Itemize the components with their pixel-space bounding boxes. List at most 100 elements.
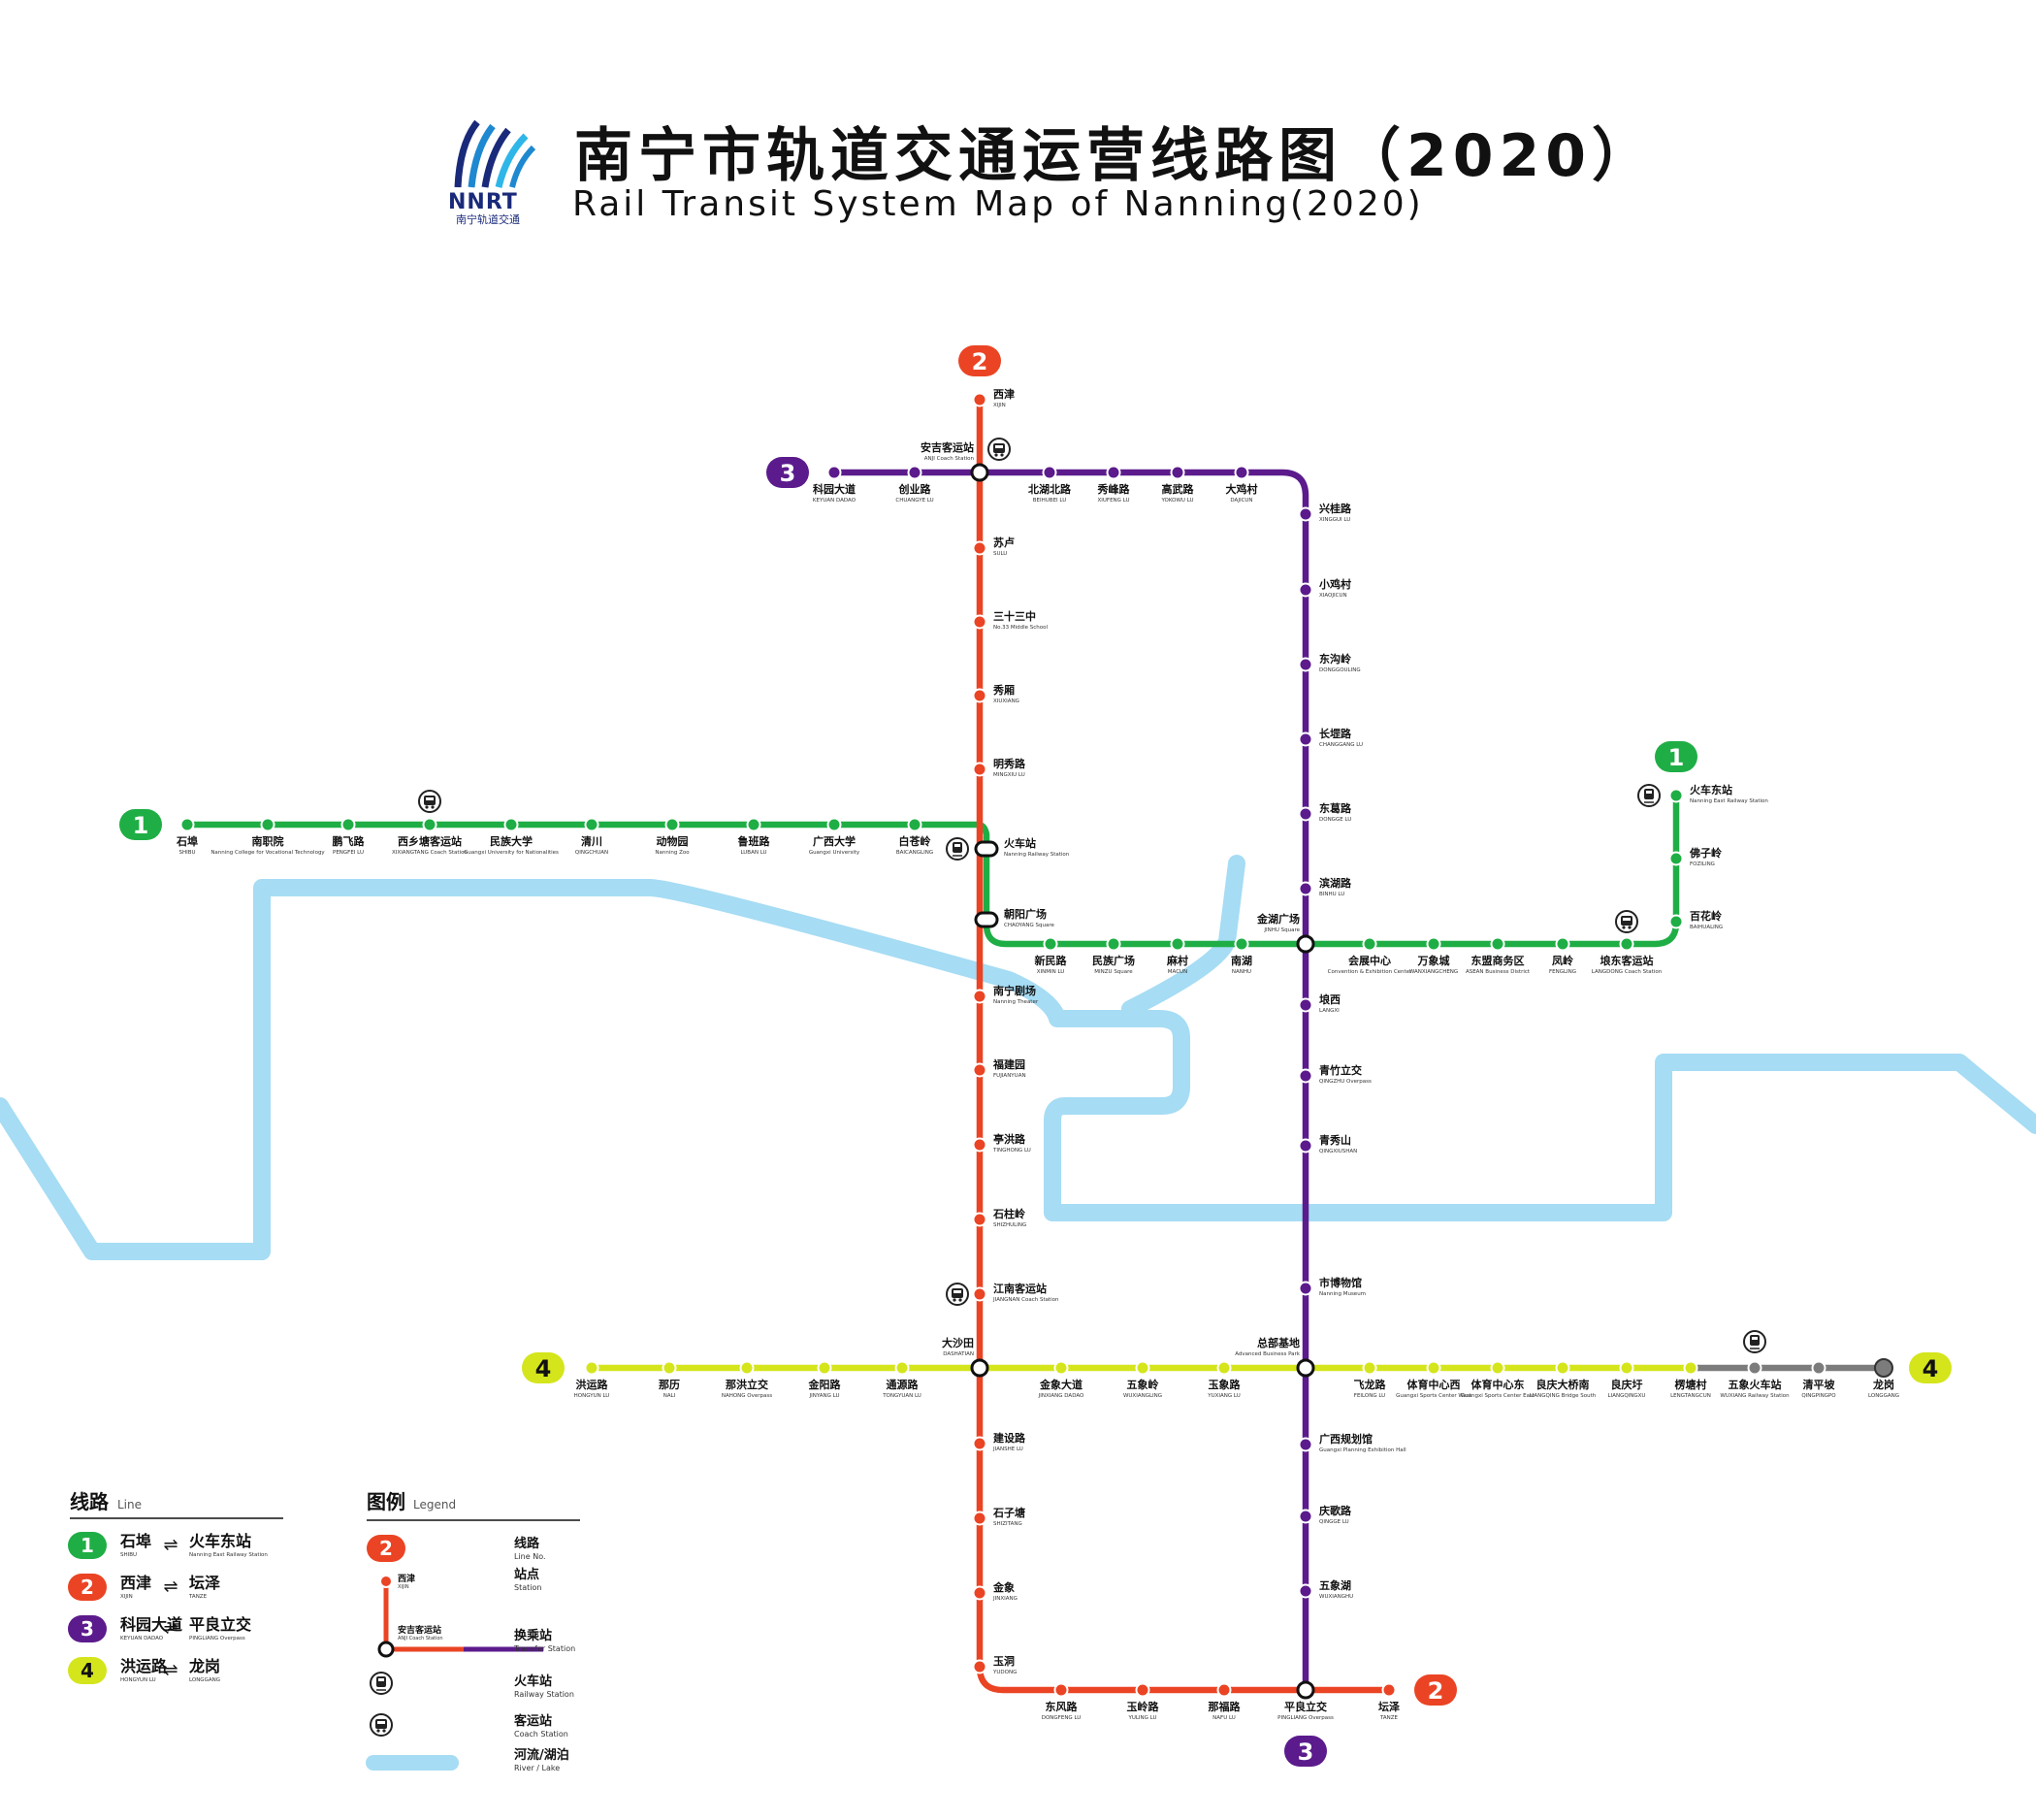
l2-station-20-dot[interactable]	[1381, 1682, 1397, 1698]
l3-station-15-dot[interactable]	[1298, 1281, 1313, 1296]
l3-station-11-dot[interactable]	[1298, 881, 1313, 896]
l1-station-13-dot[interactable]	[1106, 936, 1121, 952]
l1-station-14-dot[interactable]	[1170, 936, 1185, 952]
l1-station-2-dot[interactable]	[340, 817, 356, 832]
l3-station-19-dot[interactable]	[1298, 1583, 1313, 1599]
l4-station-4-dot[interactable]	[894, 1360, 910, 1376]
l4-station-5-dot[interactable]	[1053, 1360, 1069, 1376]
l3-station-18-dot[interactable]	[1298, 1509, 1313, 1524]
l4-station-8-dot[interactable]	[1362, 1360, 1377, 1376]
transfer-dashatian-dot[interactable]	[970, 1358, 989, 1378]
l3-station-8-dot[interactable]	[1298, 657, 1313, 672]
l4-station-10-dot[interactable]	[1490, 1360, 1505, 1376]
l3-station-9-dot[interactable]	[1298, 731, 1313, 747]
l4-station-9-dot[interactable]	[1426, 1360, 1441, 1376]
l2-station-2-en: SULU	[993, 551, 1007, 557]
l1-station-19-dot[interactable]	[1490, 936, 1505, 952]
l2-station-12-dot[interactable]	[972, 1436, 987, 1451]
l1-station-17-dot[interactable]	[1362, 936, 1377, 952]
l1-station-23-dot[interactable]	[1668, 851, 1684, 866]
l2-station-2-dot[interactable]	[972, 540, 987, 556]
l1-station-6-dot[interactable]	[664, 817, 680, 832]
transfer-zongbu-dot[interactable]	[1296, 1358, 1315, 1378]
line-entry-number: 4	[81, 1659, 94, 1682]
line-1-badge-west-number: 1	[133, 812, 149, 839]
l3-station-14-dot[interactable]	[1298, 1138, 1313, 1154]
l4-station-5-name: 金象大道	[1039, 1378, 1083, 1391]
l1-station-21-dot[interactable]	[1619, 936, 1634, 952]
l4-station-2-dot[interactable]	[739, 1360, 755, 1376]
l4-station-1-dot[interactable]	[662, 1360, 677, 1376]
l2-station-18-dot[interactable]	[1216, 1682, 1232, 1698]
l1-station-18-name: 万象城	[1417, 954, 1450, 967]
l4-station-12-dot[interactable]	[1619, 1360, 1634, 1376]
l1-station-5-name: 清川	[581, 834, 602, 848]
l2-station-17-en: YULING LU	[1127, 1715, 1156, 1721]
l3-station-10-en: DONGGE LU	[1319, 817, 1351, 823]
l3-station-17-dot[interactable]	[1298, 1437, 1313, 1452]
l2-station-4-dot[interactable]	[972, 688, 987, 703]
transfer-pingliang-dot[interactable]	[1296, 1680, 1315, 1700]
l3-station-0-dot[interactable]	[826, 465, 842, 480]
l4-station-7-dot[interactable]	[1216, 1360, 1232, 1376]
l3-station-4-dot[interactable]	[1170, 465, 1185, 480]
l2-station-15-dot[interactable]	[972, 1659, 987, 1674]
l1-station-8-dot[interactable]	[826, 817, 842, 832]
l1-station-22-dot[interactable]	[1668, 914, 1684, 929]
legend-item-3: 火车站	[514, 1674, 552, 1689]
transfer-chaoyang-en: CHAOYANG Square	[1004, 923, 1054, 928]
l2-station-0-en: XIJIN	[993, 403, 1006, 408]
l3-station-12-name: 埌西	[1319, 992, 1341, 1006]
l4-station-0-dot[interactable]	[584, 1360, 599, 1376]
l3-station-3-dot[interactable]	[1106, 465, 1121, 480]
l3-station-6-dot[interactable]	[1298, 506, 1313, 522]
l4-station-16-dot[interactable]	[1874, 1358, 1893, 1378]
l1-station-22-en: BAIHUALING	[1690, 925, 1723, 930]
l4-station-14-dot[interactable]	[1747, 1360, 1762, 1376]
l2-station-5-dot[interactable]	[972, 762, 987, 777]
l1-station-1-dot[interactable]	[260, 817, 275, 832]
rail-icon-nanning	[946, 837, 969, 861]
l1-station-3-dot[interactable]	[422, 817, 437, 832]
l3-station-2-dot[interactable]	[1042, 465, 1057, 480]
l3-station-6-name: 兴桂路	[1319, 502, 1352, 515]
l3-station-5-dot[interactable]	[1234, 465, 1249, 480]
l2-station-3-dot[interactable]	[972, 614, 987, 630]
l1-station-12-dot[interactable]	[1043, 936, 1058, 952]
l2-station-0-dot[interactable]	[972, 392, 987, 407]
l3-station-1-dot[interactable]	[907, 465, 922, 480]
l2-station-17-dot[interactable]	[1135, 1682, 1150, 1698]
transfer-anji-dot[interactable]	[970, 463, 989, 482]
l1-station-24-dot[interactable]	[1668, 788, 1684, 803]
l2-station-9-dot[interactable]	[972, 1212, 987, 1227]
l4-station-13-dot[interactable]	[1683, 1360, 1698, 1376]
l4-station-2-name: 那洪立交	[726, 1378, 768, 1391]
transfer-dashatian-en: DASHATIAN	[943, 1351, 974, 1357]
l1-station-20-dot[interactable]	[1555, 936, 1570, 952]
l2-station-16-dot[interactable]	[1053, 1682, 1069, 1698]
l1-station-18-dot[interactable]	[1426, 936, 1441, 952]
l1-station-15-dot[interactable]	[1234, 936, 1249, 952]
l1-station-5-dot[interactable]	[584, 817, 599, 832]
l4-station-3-dot[interactable]	[817, 1360, 832, 1376]
transfer-railway-station-dot[interactable]	[974, 840, 999, 858]
l3-station-12-dot[interactable]	[1298, 997, 1313, 1013]
transfer-jinhu-dot[interactable]	[1296, 934, 1315, 954]
l1-station-0-dot[interactable]	[179, 817, 195, 832]
l2-station-8-dot[interactable]	[972, 1137, 987, 1153]
l4-station-15-dot[interactable]	[1811, 1360, 1826, 1376]
l3-station-13-dot[interactable]	[1298, 1068, 1313, 1084]
l3-station-7-dot[interactable]	[1298, 582, 1313, 598]
l2-station-10-dot[interactable]	[972, 1286, 987, 1302]
l3-station-10-dot[interactable]	[1298, 806, 1313, 822]
l2-station-13-dot[interactable]	[972, 1511, 987, 1526]
l2-station-6-dot[interactable]	[972, 989, 987, 1004]
l1-station-7-dot[interactable]	[746, 817, 761, 832]
l4-station-11-dot[interactable]	[1555, 1360, 1570, 1376]
transfer-chaoyang-dot[interactable]	[974, 911, 999, 928]
l1-station-9-dot[interactable]	[907, 817, 922, 832]
l2-station-14-dot[interactable]	[972, 1585, 987, 1601]
l1-station-4-dot[interactable]	[503, 817, 519, 832]
l2-station-7-dot[interactable]	[972, 1062, 987, 1078]
l4-station-6-dot[interactable]	[1135, 1360, 1150, 1376]
